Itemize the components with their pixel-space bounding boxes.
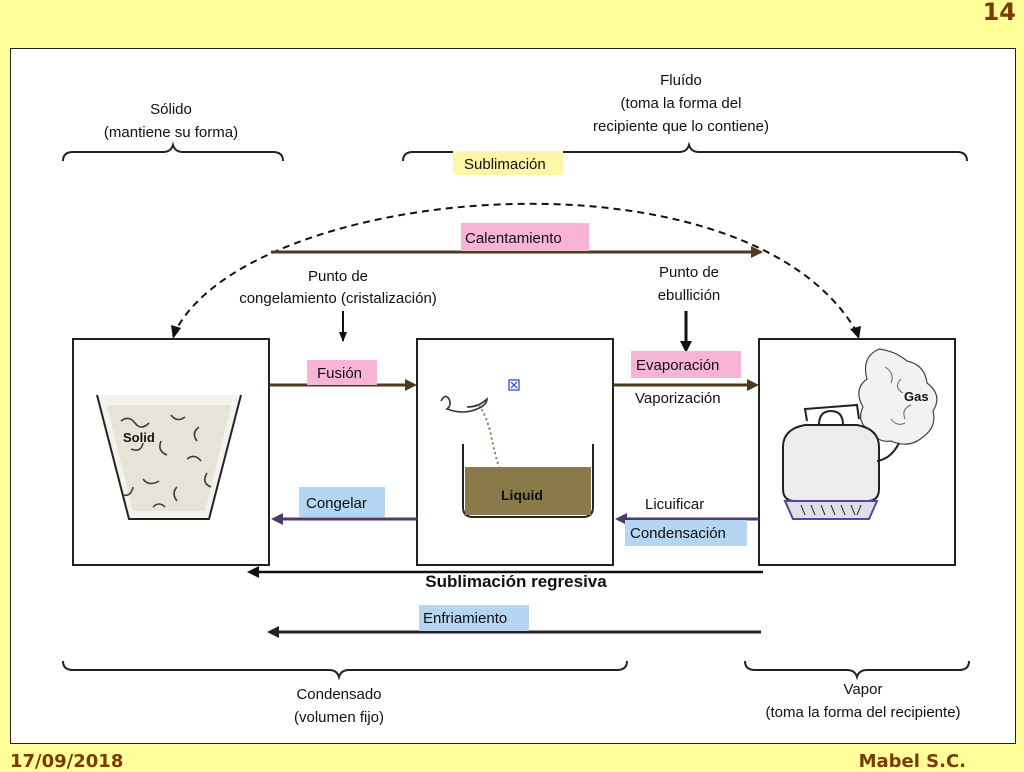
liquid-state-label: Liquid [501, 487, 543, 503]
fusion-arrowhead [405, 379, 417, 391]
freezing-label: Congelar [306, 495, 367, 512]
cooling-label: Enfriamiento [423, 610, 507, 627]
fluid-subtitle-2: recipiente que lo contiene) [593, 118, 769, 135]
gas-state-label: Gas [904, 389, 929, 404]
sublimation-tag-bg [453, 151, 563, 175]
cooling-tag-bg [419, 605, 529, 631]
heating-label: Calentamiento [465, 230, 562, 247]
gas-kettle [782, 348, 938, 520]
condensation-arrowhead [615, 513, 627, 525]
fusion-label: Fusión [317, 365, 362, 382]
liquid-beaker [440, 379, 594, 518]
boiling-point-title: Punto de [659, 264, 719, 281]
heating-tag-bg [461, 223, 589, 251]
freezing-arrowhead [271, 513, 283, 525]
heating-arrowhead [751, 246, 763, 258]
slide-number: 14 [982, 0, 1016, 26]
condensed-subtitle: (volumen fijo) [294, 709, 384, 726]
evaporation-label: Evaporación [636, 357, 719, 374]
solid-beaker [96, 394, 242, 520]
footer-author: Mabel S.C. [858, 751, 966, 772]
condensed-bracket [62, 660, 628, 681]
deposition-label: Sublimación regresiva [425, 572, 607, 591]
solid-title: Sólido [150, 101, 192, 118]
boiling-point-arrowhead [680, 341, 692, 353]
sublimation-label: Sublimación [464, 156, 546, 173]
liquid-state-box [416, 338, 614, 566]
sublimation-arrowhead-right [850, 326, 861, 339]
condensation-label: Condensación [630, 525, 726, 542]
deposition-arrowhead [247, 566, 259, 578]
solid-subtitle: (mantiene su forma) [104, 124, 238, 141]
cooling-arrowhead [267, 626, 279, 638]
condensed-title: Condensado [296, 686, 381, 703]
vapor-bracket [744, 660, 970, 681]
fluid-bracket [402, 141, 968, 162]
condensation-tag-bg [625, 520, 747, 546]
solid-state-label: Solid [123, 430, 155, 445]
states-of-matter-diagram: Sólido (mantiene su forma) Fluído (toma … [62, 72, 970, 726]
diagram-panel: Sólido (mantiene su forma) Fluído (toma … [10, 48, 1016, 744]
vapor-subtitle: (toma la forma del recipiente) [765, 704, 960, 721]
fluid-title: Fluído [660, 72, 702, 89]
freezing-tag-bg [299, 487, 385, 517]
sublimation-arc [172, 202, 860, 337]
sublimation-arrowhead-left [171, 325, 181, 339]
evaporation-tag-bg [631, 351, 741, 378]
evaporation-arrowhead [747, 379, 759, 391]
solid-bracket [62, 141, 284, 162]
fluid-subtitle-1: (toma la forma del [621, 95, 742, 112]
boiling-point-subtitle: ebullición [658, 287, 721, 304]
fusion-tag-bg [307, 360, 377, 385]
footer-date: 17/09/2018 [10, 751, 124, 772]
vapor-title: Vapor [844, 681, 883, 698]
liquefy-label: Licuificar [645, 496, 704, 513]
vaporization-label: Vaporización [635, 390, 721, 407]
freezing-point-title: Punto de [308, 268, 368, 285]
freezing-point-subtitle: congelamiento (cristalización) [239, 290, 437, 307]
